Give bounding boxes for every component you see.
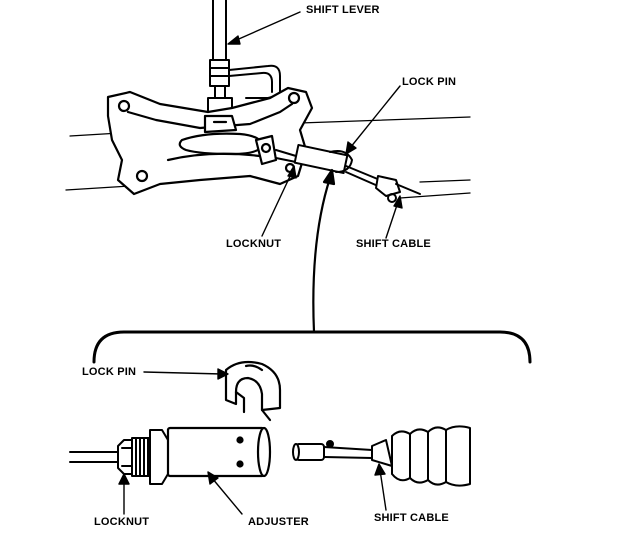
detail-locknut (117, 439, 133, 475)
upper-assembly (65, 0, 471, 203)
label-locknut-detail: LOCKNUT (94, 516, 150, 528)
label-lock-pin-detail: LOCK PIN (82, 366, 137, 378)
detail-cable-left (69, 451, 119, 463)
detail-adjuster-body (166, 426, 272, 478)
detail-callout-arrow (312, 168, 336, 334)
label-locknut-top: LOCKNUT (226, 238, 282, 250)
upper-cable-adjuster (275, 143, 421, 203)
detail-lock-pin-clip (224, 360, 282, 422)
detail-threaded-section (131, 429, 169, 485)
upper-leaders (227, 11, 403, 239)
label-shift-lever: SHIFT LEVER (306, 4, 380, 16)
lower-detail (69, 360, 471, 515)
detail-bracket (92, 330, 532, 364)
label-lock-pin-top: LOCK PIN (402, 76, 457, 88)
label-shift-cable-detail: SHIFT CABLE (374, 512, 449, 524)
detail-shift-cable-end (292, 425, 471, 487)
lower-leaders (118, 368, 387, 515)
label-shift-cable-top: SHIFT CABLE (356, 238, 431, 250)
label-adjuster: ADJUSTER (248, 516, 309, 528)
shift-lever-shaft (207, 0, 281, 113)
